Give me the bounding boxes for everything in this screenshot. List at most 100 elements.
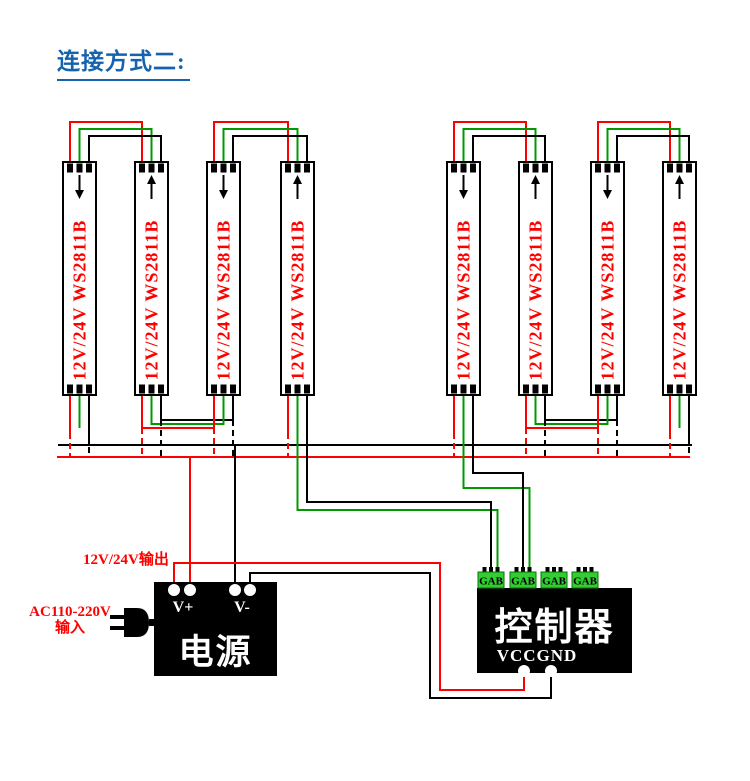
solder-pad [67, 384, 73, 394]
solder-pad [211, 163, 217, 173]
wire-black-top-bridge [88, 135, 162, 163]
solder-pad [686, 384, 692, 394]
gab-port: GAB [571, 567, 599, 589]
solder-pad [86, 163, 92, 173]
gab-port: GAB [477, 567, 505, 589]
arrow-up-icon [293, 175, 302, 184]
solder-pad [470, 163, 476, 173]
solder-pad [595, 163, 601, 173]
solder-pad [667, 163, 673, 173]
wire-green-top-bridge [462, 128, 537, 163]
bus-drop-wires [69, 394, 690, 445]
solder-pad [304, 163, 310, 173]
solder-pad [220, 163, 227, 173]
led-strip: 12V/24V WS2811B [134, 161, 169, 396]
solder-pad [67, 163, 73, 173]
dashed-crossing-wires [69, 420, 690, 457]
strip-label: 12V/24V WS2811B [526, 220, 546, 381]
wire-black-bottom-bridge [160, 394, 234, 421]
port-pin [495, 567, 500, 572]
wire-green-bottom-bridge [534, 394, 609, 425]
ac-plug-icon [110, 608, 155, 637]
port-label: GAB [511, 576, 536, 588]
solder-pad [460, 163, 467, 173]
wire-red-top-bridge [453, 121, 527, 163]
controller-title: 控制器 [494, 607, 615, 649]
controller-body [477, 588, 632, 673]
arrow-down-icon [459, 190, 468, 199]
port-label: GAB [479, 576, 504, 588]
solder-pad [294, 163, 301, 173]
led-strip: 12V/24V WS2811B [62, 161, 97, 396]
led-strip: 12V/24V WS2811B [280, 161, 315, 396]
arrow-up-icon [147, 175, 156, 184]
top-bridge-wires [69, 121, 690, 163]
wire-green-top-bridge [78, 128, 153, 163]
bottom-bridge-wires [141, 394, 618, 429]
power-feed-wires [173, 445, 552, 699]
led-strip-body [446, 161, 481, 396]
solder-pad [86, 384, 92, 394]
solder-pad [139, 384, 145, 394]
wire-black-top-bridge [472, 135, 546, 163]
ac-input-label-line1: AC110-220V [29, 604, 111, 620]
solder-pad [614, 384, 620, 394]
power-supply-title: 电源 [178, 633, 253, 672]
wire-red-top-bridge [597, 121, 671, 163]
wire-green-bottom-bridge [150, 394, 225, 425]
solder-pad [158, 384, 164, 394]
solder-pad [158, 163, 164, 173]
solder-pad [676, 384, 683, 394]
wire-green-top-bridge [606, 128, 681, 163]
gnd-terminal [545, 665, 557, 677]
solder-pad [470, 384, 476, 394]
wire-black-bottom-bridge [544, 394, 618, 421]
port-block [509, 571, 537, 589]
led-strip: 12V/24V WS2811B [206, 161, 241, 396]
vminus-label: V- [234, 599, 250, 616]
wire-red-vplus-to-vcc [173, 562, 525, 691]
wire-green-data [296, 394, 499, 567]
port-block [571, 571, 599, 589]
solder-pad [230, 384, 236, 394]
wire-red-top-bridge [213, 121, 289, 163]
solder-pad [532, 163, 539, 173]
port-pin [576, 567, 581, 572]
solder-pad [532, 384, 539, 394]
strip-label: 12V/24V WS2811B [598, 220, 618, 381]
wire-black-top-bridge [232, 135, 308, 163]
solder-pad [76, 163, 83, 173]
solder-pad [595, 384, 601, 394]
arrow-up-icon [675, 175, 684, 184]
solder-pad [523, 384, 529, 394]
port-pin [552, 567, 556, 572]
led-strip-body [590, 161, 625, 396]
solder-pad [667, 384, 673, 394]
solder-pad [676, 163, 683, 173]
solder-pad [148, 163, 155, 173]
port-pin [589, 567, 594, 572]
solder-pad [220, 384, 227, 394]
arrow-down-icon [75, 190, 84, 199]
port-pin [482, 567, 487, 572]
solder-pad [614, 163, 620, 173]
solder-pad [285, 163, 291, 173]
port-pin [558, 567, 563, 572]
vplus-label: V+ [172, 599, 194, 616]
led-strip-body [662, 161, 697, 396]
strip-label: 12V/24V WS2811B [288, 220, 308, 381]
solder-pad [542, 384, 548, 394]
port-pin [583, 567, 587, 572]
strip-label: 12V/24V WS2811B [454, 220, 474, 381]
ac-input-label: AC110-220V 输入 [24, 604, 116, 636]
wire-red-bottom-bridge [141, 394, 215, 429]
led-strip: 12V/24V WS2811B [662, 161, 697, 396]
arrow-up-icon [531, 175, 540, 184]
gab-port: GAB [540, 567, 568, 589]
led-strip-body [206, 161, 241, 396]
port-block [477, 571, 505, 589]
ac-input-label-line2: 输入 [54, 620, 85, 636]
solder-pad [285, 384, 291, 394]
wire-red-top-bridge [69, 121, 143, 163]
